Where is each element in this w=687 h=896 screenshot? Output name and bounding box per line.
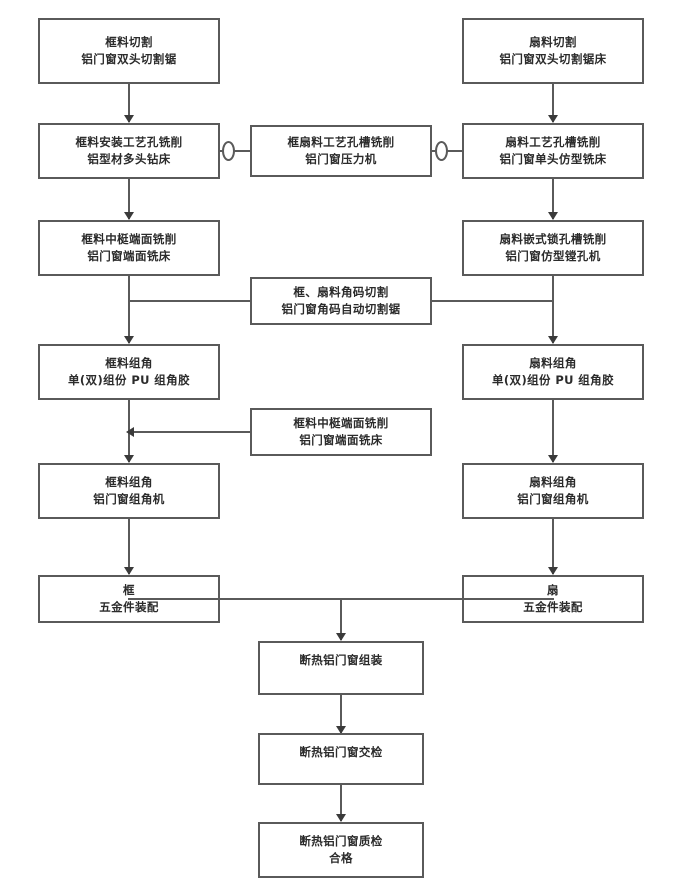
node-sash-hardware-line1: 扇 — [547, 583, 559, 598]
node-sash-lock-hole: 扇料嵌式锁孔槽铣削 铝门窗仿型镗孔机 — [462, 220, 644, 276]
node-frame-process-hole: 框料安装工艺孔铣削 铝型材多头钻床 — [38, 123, 220, 179]
arrowhead-mid-end-mill-to-frame — [126, 427, 134, 437]
edge-frame-to-press — [220, 150, 250, 152]
node-assembly-line1: 断热铝门窗组装 — [299, 653, 383, 667]
node-corner-cut-line1: 框、扇料角码切割 — [293, 285, 389, 300]
node-mid-end-mill: 框料中梃端面铣削 铝门窗端面铣床 — [250, 408, 432, 456]
node-frame-end-mill: 框料中梃端面铣削 铝门窗端面铣床 — [38, 220, 220, 276]
node-frame-cut-line2: 铝门窗双头切割锯 — [81, 52, 177, 66]
node-sash-cut: 扇料切割 铝门窗双头切割锯床 — [462, 18, 644, 84]
edge-sash-corner-machine-to-hardware — [552, 519, 554, 574]
edge-frame-hardware-merge — [128, 598, 334, 600]
node-sash-corner-glue-line1: 扇料组角 — [529, 356, 577, 371]
edge-sash-process-hole-to-lock-hole — [552, 179, 554, 219]
node-sash-process-hole-line2: 铝门窗单头仿型铣床 — [499, 152, 607, 166]
node-inspection-line1: 断热铝门窗交检 — [299, 745, 383, 759]
node-sash-corner-machine-line2: 铝门窗组角机 — [517, 492, 589, 506]
node-frame-process-hole-line1: 框料安装工艺孔铣削 — [75, 135, 183, 150]
arrowhead-inspection — [336, 726, 346, 734]
arrowhead-frame-corner-machine — [124, 455, 134, 463]
node-frame-end-mill-line1: 框料中梃端面铣削 — [81, 232, 177, 247]
node-sash-corner-machine: 扇料组角 铝门窗组角机 — [462, 463, 644, 519]
arrowhead-qualified — [336, 814, 346, 822]
edge-assembly-to-inspection — [340, 695, 342, 733]
edge-frame-cut-to-process-hole — [128, 84, 130, 122]
edge-corner-cut-to-frame-branch — [128, 300, 250, 302]
connector-node-left — [222, 141, 235, 161]
node-frame-cut-line1: 框料切割 — [105, 35, 153, 50]
node-mid-press: 框扇料工艺孔槽铣削 铝门窗压力机 — [250, 125, 432, 177]
edge-merge-to-assembly — [340, 598, 342, 640]
edge-sash-hardware-merge — [334, 598, 554, 600]
node-frame-hardware-line2: 五金件装配 — [99, 600, 159, 614]
node-assembly: 断热铝门窗组装 — [258, 641, 424, 695]
edge-frame-process-hole-to-end-mill — [128, 179, 130, 219]
node-sash-hardware-line2: 五金件装配 — [523, 600, 583, 614]
node-mid-press-line2: 铝门窗压力机 — [305, 152, 377, 166]
node-sash-corner-glue-line2: 单(双)组份 PU 组角胶 — [492, 373, 614, 387]
arrowhead-sash-corner-machine — [548, 455, 558, 463]
node-sash-corner-glue: 扇料组角 单(双)组份 PU 组角胶 — [462, 344, 644, 400]
node-corner-cut: 框、扇料角码切割 铝门窗角码自动切割锯 — [250, 277, 432, 325]
node-frame-corner-glue-line1: 框料组角 — [105, 356, 153, 371]
node-qualified-line1: 断热铝门窗质检 — [299, 834, 383, 849]
node-sash-cut-line2: 铝门窗双头切割锯床 — [499, 52, 607, 66]
edge-inspection-to-qualified — [340, 785, 342, 821]
node-qualified-line2: 合格 — [329, 851, 353, 865]
edge-frame-end-mill-to-corner-glue — [128, 276, 130, 343]
node-frame-hardware-line1: 框 — [123, 583, 135, 598]
node-mid-end-mill-line1: 框料中梃端面铣削 — [293, 416, 389, 431]
node-frame-corner-glue: 框料组角 单(双)组份 PU 组角胶 — [38, 344, 220, 400]
node-sash-cut-line1: 扇料切割 — [529, 35, 577, 50]
node-mid-end-mill-line2: 铝门窗端面铣床 — [299, 433, 383, 447]
node-sash-process-hole-line1: 扇料工艺孔槽铣削 — [505, 135, 601, 150]
connector-node-right — [435, 141, 448, 161]
node-mid-press-line1: 框扇料工艺孔槽铣削 — [287, 135, 395, 150]
node-frame-corner-machine-line1: 框料组角 — [105, 475, 153, 490]
node-frame-process-hole-line2: 铝型材多头钻床 — [87, 152, 171, 166]
edge-frame-corner-machine-to-hardware — [128, 519, 130, 574]
node-frame-corner-glue-line2: 单(双)组份 PU 组角胶 — [68, 373, 190, 387]
arrowhead-sash-process-hole — [548, 115, 558, 123]
node-inspection: 断热铝门窗交检 — [258, 733, 424, 785]
node-sash-corner-machine-line1: 扇料组角 — [529, 475, 577, 490]
node-sash-process-hole: 扇料工艺孔槽铣削 铝门窗单头仿型铣床 — [462, 123, 644, 179]
node-sash-lock-hole-line2: 铝门窗仿型镗孔机 — [505, 249, 601, 263]
arrowhead-assembly — [336, 633, 346, 641]
node-frame-corner-machine-line2: 铝门窗组角机 — [93, 492, 165, 506]
node-frame-cut: 框料切割 铝门窗双头切割锯 — [38, 18, 220, 84]
node-frame-corner-machine: 框料组角 铝门窗组角机 — [38, 463, 220, 519]
edge-sash-lock-hole-to-corner-glue — [552, 276, 554, 343]
arrowhead-sash-hardware — [548, 567, 558, 575]
node-corner-cut-line2: 铝门窗角码自动切割锯 — [281, 302, 401, 316]
edge-sash-cut-to-process-hole — [552, 84, 554, 122]
arrowhead-frame-process-hole — [124, 115, 134, 123]
edge-sash-corner-glue-to-corner-machine — [552, 400, 554, 462]
arrowhead-sash-corner-glue — [548, 336, 558, 344]
node-frame-end-mill-line2: 铝门窗端面铣床 — [87, 249, 171, 263]
arrowhead-frame-end-mill — [124, 212, 134, 220]
edge-corner-cut-to-sash-branch — [432, 300, 554, 302]
node-qualified: 断热铝门窗质检 合格 — [258, 822, 424, 878]
node-sash-lock-hole-line1: 扇料嵌式锁孔槽铣削 — [499, 232, 607, 247]
arrowhead-frame-corner-glue — [124, 336, 134, 344]
edge-mid-end-mill-to-frame — [133, 431, 250, 433]
arrowhead-frame-hardware — [124, 567, 134, 575]
arrowhead-sash-lock-hole — [548, 212, 558, 220]
